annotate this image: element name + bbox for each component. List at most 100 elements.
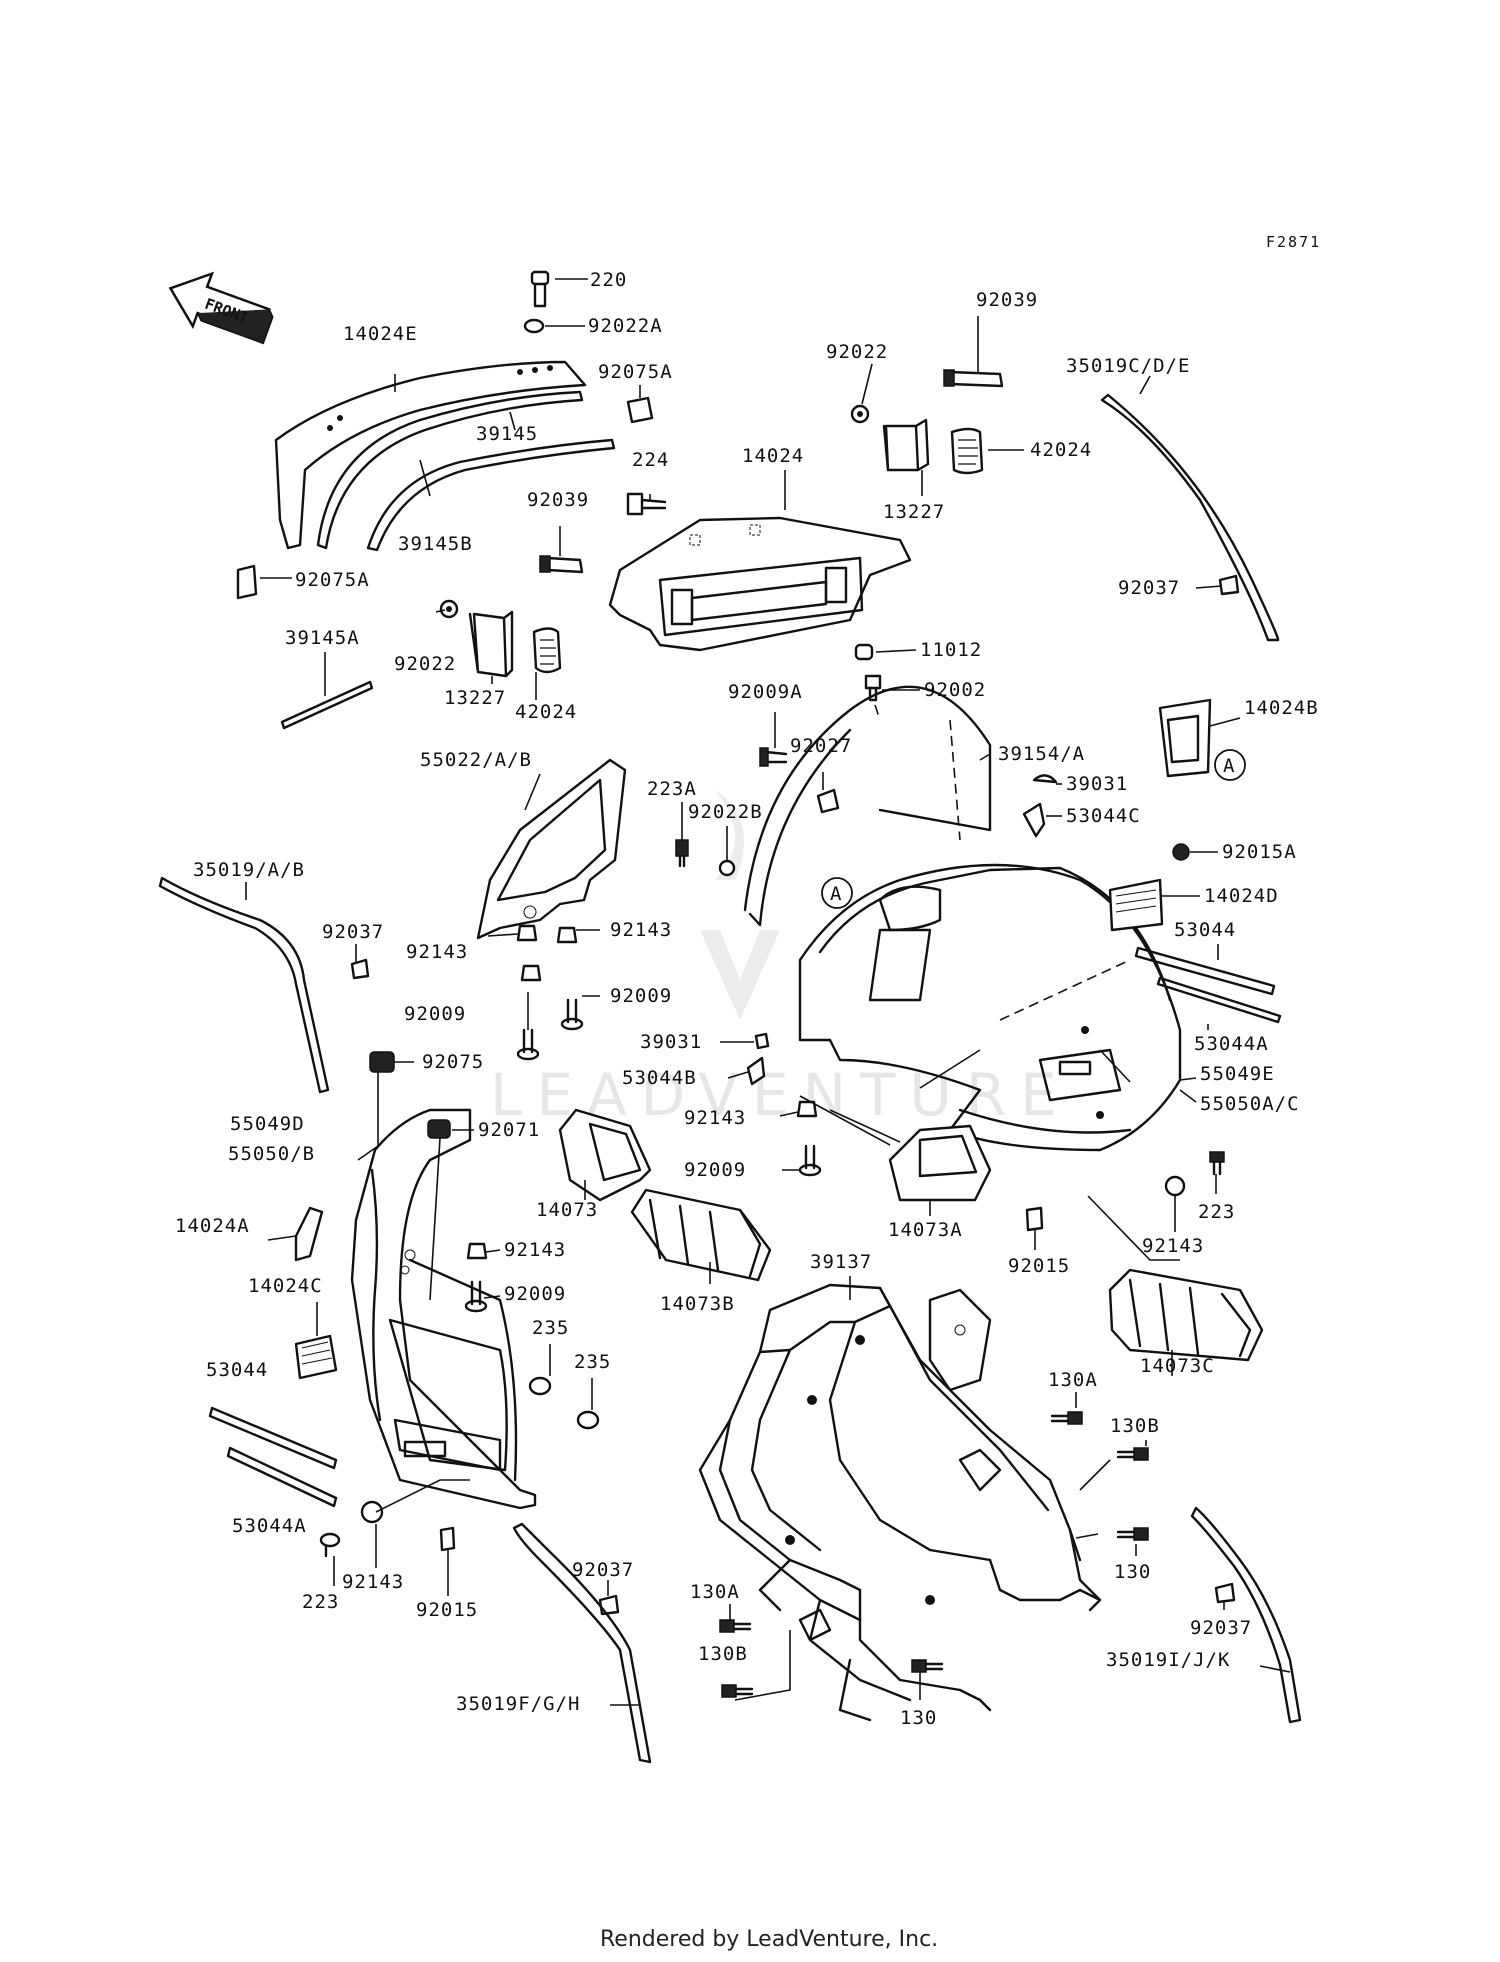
part-130-bolts: [719, 1411, 1149, 1698]
part-14073C-duct: [1108, 1268, 1264, 1362]
callout-53044-left: 53044: [206, 1359, 268, 1381]
callout-39145B: 39145B: [398, 533, 473, 555]
part-39031-clip-top: [1032, 774, 1058, 784]
part-53044-strip-right: [1134, 946, 1276, 996]
front-arrow-icon: FRONT: [168, 271, 274, 345]
callout-224: 224: [632, 449, 669, 471]
callout-39145: 39145: [476, 423, 538, 445]
callout-92039-top: 92039: [976, 289, 1038, 311]
part-14073B-duct: [630, 1188, 772, 1282]
callout-92022-top: 92022: [826, 341, 888, 363]
ref-marker-a-center-label: A: [830, 883, 842, 905]
callout-labels: 220 92022A 14024E 92075A 39145 39145B 92…: [175, 269, 1319, 1729]
callout-92075A: 92075A: [598, 361, 673, 383]
callout-92015-right: 92015: [1008, 1255, 1070, 1277]
callout-92022A: 92022A: [588, 315, 663, 337]
callout-35019FGH: 35019F/G/H: [456, 1693, 580, 1715]
part-13227-housing-mid: [468, 610, 514, 678]
callout-92027: 92027: [790, 735, 852, 757]
part-39154A-windshield: [743, 685, 992, 927]
part-92015A-bolt: [1172, 843, 1190, 861]
callout-14024B: 14024B: [1244, 697, 1319, 719]
callout-14073C: 14073C: [1140, 1355, 1215, 1377]
watermark: LEADVENTURE: [490, 790, 1057, 1129]
callout-92143-right: 92143: [1142, 1235, 1204, 1257]
callout-14024E: 14024E: [343, 323, 418, 345]
part-53044A-strip-left: [226, 1446, 338, 1508]
callout-53044C: 53044C: [1066, 805, 1141, 827]
callout-39031-mid: 39031: [640, 1031, 702, 1053]
ref-marker-a-right: A: [1214, 749, 1246, 781]
callout-39154A: 39154/A: [998, 743, 1085, 765]
part-92037-plug-right: [1218, 574, 1240, 596]
callout-92009-c: 92009: [684, 1159, 746, 1181]
part-53044-strip-left: [208, 1406, 338, 1470]
part-224-bolt: [626, 492, 667, 516]
callout-130A-right: 130A: [1048, 1369, 1098, 1391]
callout-235-a: 235: [532, 1317, 569, 1339]
callout-92075: 92075: [422, 1051, 484, 1073]
part-39145B-strip: [366, 438, 616, 552]
callout-55022AB: 55022/A/B: [420, 749, 532, 771]
part-14024-panel: [608, 516, 912, 652]
leader-lines: [245, 278, 1291, 1706]
part-35019FGH-trim: [512, 1522, 652, 1764]
part-53044A-strip-right: [1156, 976, 1282, 1024]
part-92009-screw-d: [464, 1280, 488, 1313]
callout-130B-right: 130B: [1110, 1415, 1160, 1437]
callout-14073A: 14073A: [888, 1219, 963, 1241]
callout-92022B: 92022B: [688, 801, 763, 823]
part-39145-strip: [316, 390, 584, 550]
callout-92002: 92002: [924, 679, 986, 701]
part-92037-plug-left: [350, 958, 370, 980]
part-92037-plug-br: [1214, 1582, 1236, 1604]
part-92143-grommet-d: [466, 1242, 488, 1260]
callout-130-right: 130: [1114, 1561, 1151, 1583]
part-92071-grommet: [427, 1119, 451, 1139]
part-92015-nut-bottom: [439, 1526, 456, 1552]
part-92143-grommets-left: [516, 924, 578, 982]
callout-53044B: 53044B: [622, 1067, 697, 1089]
callout-130A-bottom: 130A: [690, 1581, 740, 1603]
callout-14024A: 14024A: [175, 1215, 250, 1237]
part-92022-grommet-mid: [439, 599, 459, 619]
callout-55050AC: 55050A/C: [1200, 1093, 1300, 1115]
callout-53044A-right: 53044A: [1194, 1033, 1269, 1055]
callout-14024C: 14024C: [248, 1275, 323, 1297]
part-39031-clip-mid: [754, 1032, 770, 1050]
callout-35019AB: 35019/A/B: [193, 859, 305, 881]
callout-92143-b: 92143: [406, 941, 468, 963]
callout-235-b: 235: [574, 1351, 611, 1373]
figure-code: F2871: [1266, 233, 1321, 251]
callout-92143-d: 92143: [504, 1239, 566, 1261]
part-92075A-clip-top: [626, 396, 654, 424]
part-92009-screw-mid: [798, 1144, 822, 1177]
callout-92009-a: 92009: [610, 985, 672, 1007]
part-35019IJK-trim: [1190, 1506, 1302, 1724]
callout-35019CDE: 35019C/D/E: [1066, 355, 1190, 377]
callout-55049E: 55049E: [1200, 1063, 1275, 1085]
part-55022AB-panel: [476, 758, 627, 940]
part-223-bolt-left: [319, 1532, 341, 1558]
callout-92009-b: 92009: [404, 1003, 466, 1025]
footer-credit: Rendered by LeadVenture, Inc.: [600, 1927, 938, 1952]
part-53044C-seal: [1022, 802, 1046, 838]
part-92009A-screw: [759, 747, 788, 767]
callout-223A: 223A: [647, 778, 697, 800]
part-220-bolt: [530, 270, 550, 308]
callout-92143-bottom: 92143: [342, 1571, 404, 1593]
callout-92143-c: 92143: [684, 1107, 746, 1129]
callout-55049D: 55049D: [230, 1113, 305, 1135]
callout-14073B: 14073B: [660, 1293, 735, 1315]
callout-92009A: 92009A: [728, 681, 803, 703]
part-39137-frame: [698, 1283, 1102, 1722]
callout-92037-bottom: 92037: [572, 1559, 634, 1581]
part-92143-grommet-right: [1164, 1175, 1186, 1197]
callout-53044A-left: 53044A: [232, 1515, 307, 1537]
part-14024E-trim: [274, 360, 587, 550]
callout-92009-d: 92009: [504, 1283, 566, 1305]
part-35019AB-trim: [158, 876, 330, 1094]
callout-39137: 39137: [810, 1251, 872, 1273]
callout-92015-bottom: 92015: [416, 1599, 478, 1621]
